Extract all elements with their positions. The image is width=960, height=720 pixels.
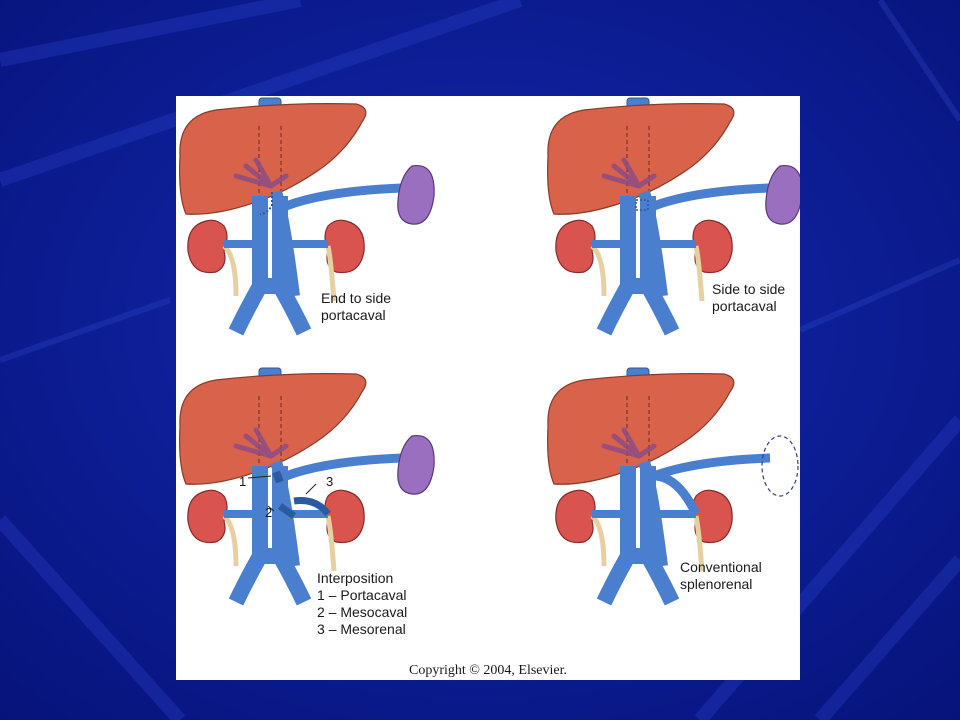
label-line: 2 – Mesocaval: [317, 604, 408, 620]
left-kidney: [555, 489, 596, 544]
right-kidney: [324, 219, 365, 274]
label-line: Conventional: [680, 559, 762, 575]
left-kidney: [187, 489, 228, 544]
panel-splenorenal: [547, 367, 799, 606]
portal-branches: [601, 427, 657, 459]
right-kidney: [692, 489, 733, 544]
liver: [547, 103, 735, 215]
liver: [179, 103, 367, 215]
left-kidney: [187, 219, 228, 274]
label-line: Interposition: [317, 570, 394, 586]
panel-interposition: [179, 367, 435, 606]
liver: [179, 373, 367, 485]
right-ureter: [693, 245, 705, 302]
copyright-text: Copyright © 2004, Elsevier.: [408, 663, 567, 678]
marker-3: 3: [326, 474, 334, 489]
label-splenorenal: Conventional splenorenal: [680, 559, 762, 593]
label-interposition: Interposition 1 – Portacaval 2 – Mesocav…: [317, 570, 407, 638]
right-ureter: [325, 515, 337, 572]
ivc: [596, 196, 680, 336]
right-kidney: [324, 489, 365, 544]
portal-vein: [270, 190, 300, 297]
marker-2: 2: [265, 505, 273, 520]
marker-1: 1: [239, 474, 247, 489]
side-to-side-anastomosis: [635, 199, 649, 211]
label-line: End to side: [321, 290, 392, 306]
label-line: 1 – Portacaval: [317, 587, 407, 603]
shunt-illustrations: [179, 97, 800, 606]
label-line: portacaval: [321, 307, 386, 323]
panel-end-to-side: [179, 97, 435, 336]
splenic-vein: [652, 183, 771, 211]
panel-side-to-side: [547, 97, 800, 336]
spleen: [765, 164, 800, 225]
ivc: [596, 466, 680, 606]
graft-portacaval: [272, 470, 284, 484]
portal-vein: [270, 460, 300, 567]
ivc: [228, 196, 312, 336]
left-kidney: [555, 219, 596, 274]
portal-branches: [233, 157, 289, 189]
spleen: [397, 434, 435, 495]
graft-mesocaval: [277, 503, 297, 519]
portal-vein: [638, 460, 668, 567]
liver: [547, 373, 735, 485]
left-ureter: [222, 244, 239, 297]
shunt-figure: End to side portacaval Side to side port…: [176, 96, 800, 680]
left-ureter: [590, 244, 607, 297]
marker-leader-lines: [247, 475, 317, 512]
portal-branches: [601, 157, 657, 189]
ivc: [228, 466, 312, 606]
label-line: 3 – Mesorenal: [317, 621, 406, 637]
label-end-to-side: End to side portacaval: [321, 290, 391, 324]
removed-spleen: [761, 435, 799, 497]
label-side-to-side: Side to side portacaval: [712, 281, 785, 315]
portal-vein: [638, 190, 668, 297]
graft-mesorenal: [293, 497, 331, 517]
left-ureter: [590, 514, 607, 567]
right-ureter: [325, 245, 337, 302]
right-ureter: [693, 515, 705, 572]
portal-branches: [233, 427, 289, 459]
label-line: Side to side: [712, 281, 786, 297]
label-line: splenorenal: [680, 576, 753, 592]
splenic-vein: [284, 453, 403, 481]
left-ureter: [222, 514, 239, 567]
right-kidney: [692, 219, 733, 274]
splenic-vein: [652, 453, 771, 481]
splenic-vein: [284, 183, 403, 211]
spleen: [397, 164, 435, 225]
end-to-side-anastomosis: [259, 192, 273, 215]
label-line: portacaval: [712, 298, 777, 314]
splenorenal-shunt: [655, 471, 701, 516]
